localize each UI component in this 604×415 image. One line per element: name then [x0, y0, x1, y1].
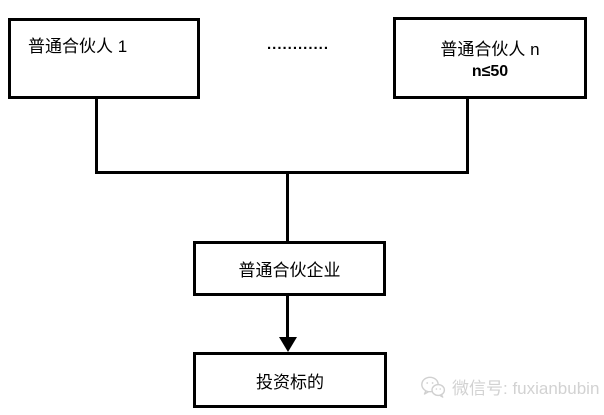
node-general-partner-1-label: 普通合伙人 1	[28, 37, 128, 56]
node-general-partner-n-constraint: n≤50	[471, 63, 509, 80]
arrow-down-icon	[279, 337, 297, 352]
node-general-partner-1: 普通合伙人 1	[8, 18, 200, 99]
arrow-down-shaft	[286, 296, 289, 338]
node-investment-target: 投资标的	[193, 352, 387, 408]
watermark: 微信号: fuxianbubin	[420, 374, 599, 399]
wechat-icon	[420, 375, 446, 399]
connector-left-vertical	[95, 99, 98, 174]
node-partnership-enterprise: 普通合伙企业	[193, 241, 386, 296]
watermark-label: 微信号: fuxianbubin	[452, 379, 600, 398]
node-general-partner-n-label: 普通合伙人 n	[440, 40, 540, 59]
node-investment-target-label: 投资标的	[256, 372, 324, 392]
connector-right-vertical	[466, 99, 469, 174]
connector-horizontal-join	[95, 171, 469, 174]
node-partnership-enterprise-label: 普通合伙企业	[238, 261, 341, 280]
ellipsis-dots: ............	[266, 36, 329, 53]
connector-center-vertical	[286, 174, 289, 241]
node-general-partner-n: 普通合伙人 n n≤50	[393, 17, 587, 99]
